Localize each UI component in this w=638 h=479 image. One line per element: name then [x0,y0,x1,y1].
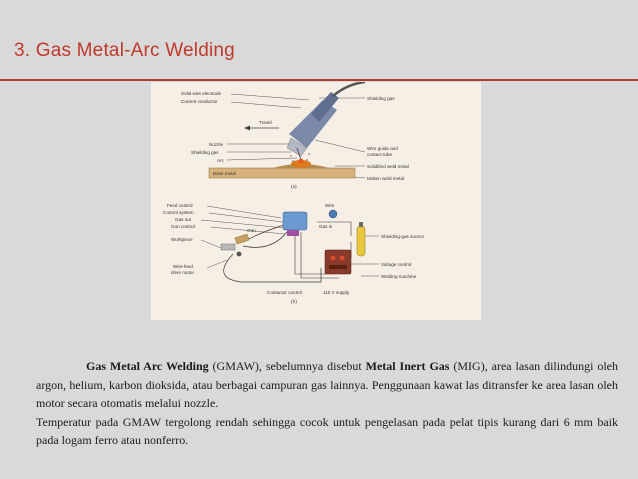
label-voltage-control: Voltage control [381,262,411,267]
text-segment-1: (GMAW), sebelumnya disebut [208,359,366,373]
gmaw-diagram: Solid wire electrode Current conductor T… [151,82,481,320]
label-wire-feed: Wire-feed [173,264,193,269]
label-gun: Gun [247,228,256,233]
text-segment-2: (MIG), area lasan dilindungi oleh argon,… [36,359,619,410]
label-drive-motor: drive motor [171,270,194,275]
label-wire: Wire [325,203,335,208]
label-shielding-gas-left: Shielding gas [191,150,219,155]
slide-title: 3. Gas Metal-Arc Welding [14,40,235,61]
paragraph-temperature: Temperatur pada GMAW tergolong rendah se… [36,414,618,448]
label-solidified-weld: Solidified weld metal [367,164,409,169]
paragraph-gmaw: Gas Metal Arc Welding (GMAW), sebelumnya… [36,357,618,413]
label-feed-control: Feed control [167,203,193,208]
label-molten-weld: Molten weld metal [367,176,404,181]
label-shielding-gas-source: Shielding-gas source [381,234,424,239]
label-contactor-control: Contactor control [267,290,302,295]
label-shielding-gas-right: Shielding gas [367,96,395,101]
label-arc: Arc [217,158,225,163]
label-gas-out: Gas out [175,217,192,222]
label-current-conductor: Current conductor [181,99,218,104]
body-text: Gas Metal Arc Welding (GMAW), sebelumnya… [36,357,618,450]
caption-b: (b) [291,300,297,305]
label-wire-guide: Wire guide and [367,146,398,151]
label-welding-machine: Welding machine [381,274,417,279]
label-workpiece: Workpiece [171,237,193,242]
label-gun-control: Gun control [171,224,195,229]
gmaw-diagram-svg: Solid wire electrode Current conductor T… [163,82,424,305]
label-nozzle: Nozzle [209,142,223,147]
caption-a: (a) [291,185,297,190]
term-mig: Metal Inert Gas [365,359,450,373]
term-gmaw: Gas Metal Arc Welding [86,359,209,373]
label-contact-tube: contact tube [367,152,392,157]
label-solid-wire: Solid wire electrode [181,91,222,96]
label-base-metal: Base metal [213,171,236,176]
label-gas-in: Gas in [319,224,333,229]
label-supply: 110 V supply [323,290,350,295]
title-divider [0,79,638,81]
label-control-system: Control system [163,210,194,215]
label-travel: Travel [259,120,272,125]
